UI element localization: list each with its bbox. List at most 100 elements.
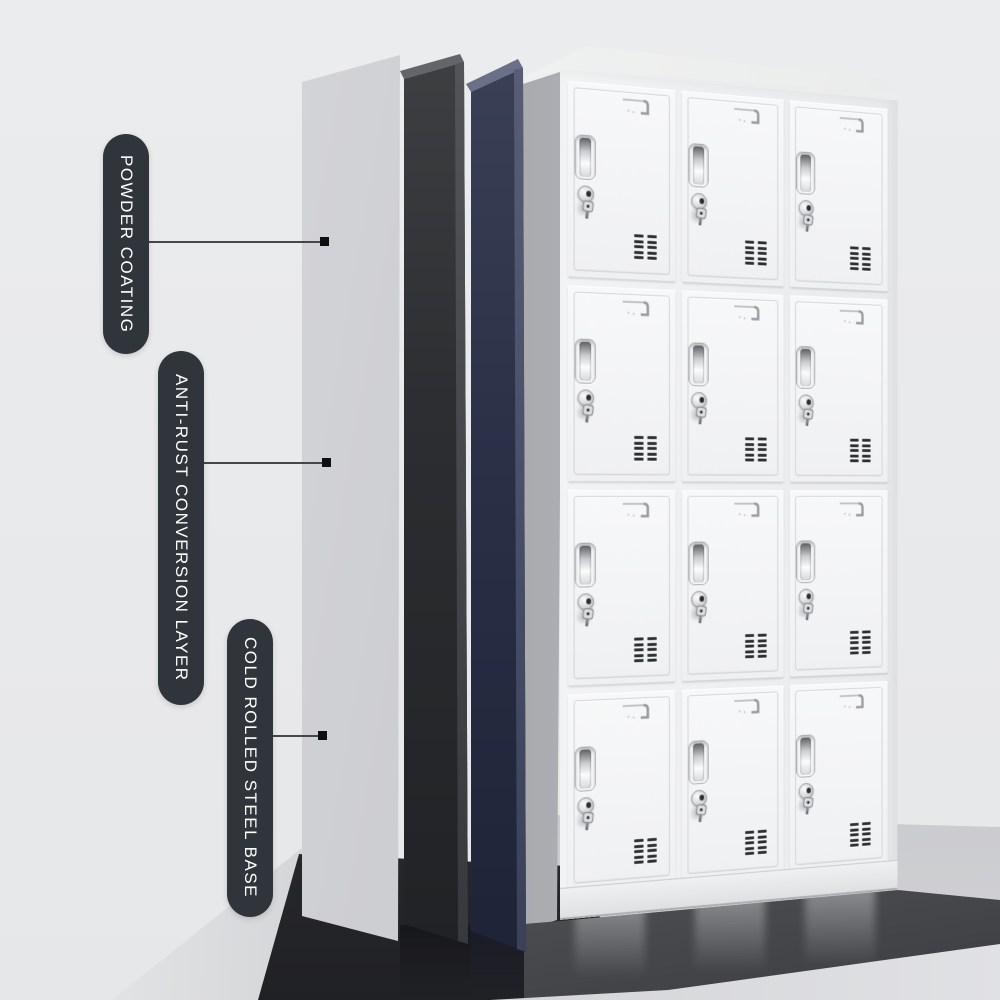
vent-slot <box>757 644 766 647</box>
door-handle-slot <box>801 737 812 775</box>
vent-slot <box>862 257 871 260</box>
vent-slot <box>647 246 656 249</box>
door-handle-slot <box>801 154 812 192</box>
key-shaft <box>805 807 808 815</box>
vent-slot <box>634 839 643 843</box>
locker-door <box>790 681 888 872</box>
locker-door <box>790 295 888 482</box>
vent-slot <box>647 843 656 847</box>
vent-slot <box>647 447 656 450</box>
vent-slot <box>634 234 643 237</box>
vent-slot <box>745 453 754 456</box>
vent-slot <box>757 252 766 255</box>
door-handle-slot <box>693 345 704 383</box>
vent-slot <box>647 235 656 238</box>
door-handle-icon <box>796 151 815 195</box>
door-handle-icon <box>688 143 708 188</box>
vent-grille-icon <box>634 234 657 260</box>
vent-slot <box>634 637 643 640</box>
vent-grille-icon <box>850 439 871 463</box>
vent-slot <box>634 245 643 248</box>
locker-front-face <box>560 70 898 920</box>
door-handle-icon <box>796 540 815 583</box>
key-icon <box>581 200 593 219</box>
vent-slot <box>745 655 754 658</box>
vent-grille-icon <box>634 637 657 662</box>
vent-slot <box>850 262 859 265</box>
vent-slot <box>862 827 871 830</box>
vent-slot <box>862 252 871 255</box>
vent-grille-icon <box>634 838 657 864</box>
door-handle-slot <box>801 349 812 386</box>
vent-slot <box>850 641 859 644</box>
vent-slot <box>745 639 754 642</box>
vent-slot <box>850 246 859 249</box>
vent-slot <box>850 459 859 462</box>
vent-slot <box>745 256 754 259</box>
key-shaft <box>698 814 702 822</box>
vent-slot <box>745 246 754 249</box>
vent-slot <box>647 653 656 656</box>
door-handle-slot <box>579 749 591 788</box>
vent-slot <box>757 845 766 849</box>
vent-slot <box>634 256 643 259</box>
annotation-pill-steel-base: COLD ROLLED STEEL BASE <box>227 619 273 917</box>
vent-slot <box>745 458 754 461</box>
vent-slot <box>647 257 656 260</box>
vent-slot <box>647 442 656 445</box>
door-handle-icon <box>688 541 708 585</box>
vent-slot <box>757 459 766 462</box>
vent-slot <box>745 448 754 451</box>
locker-door <box>682 290 784 481</box>
vent-slot <box>647 659 656 662</box>
callout-marker-steel-base <box>318 731 327 740</box>
door-handle-icon <box>575 746 596 792</box>
vent-slot <box>634 844 643 848</box>
card-holder-icon <box>839 307 867 329</box>
locker-door <box>568 285 675 481</box>
vent-slot <box>757 655 766 658</box>
key-shaft <box>698 217 702 225</box>
locker-door <box>790 100 888 291</box>
vent-slot <box>745 443 754 446</box>
vent-slot <box>862 630 871 633</box>
card-holder-icon <box>733 500 762 521</box>
vent-grille-icon <box>634 436 657 461</box>
door-handle-icon <box>796 734 815 778</box>
vent-slot <box>862 439 871 442</box>
locker-door <box>568 690 675 890</box>
key-shaft <box>585 618 589 626</box>
vent-grille-icon <box>745 240 767 265</box>
card-holder-icon <box>733 105 762 129</box>
key-shaft <box>585 822 589 830</box>
vent-slot <box>850 454 859 457</box>
vent-slot <box>634 458 643 461</box>
vent-slot <box>647 648 656 651</box>
vent-slot <box>647 452 656 455</box>
vent-slot <box>634 452 643 455</box>
vent-slot <box>634 250 643 253</box>
locker-cabinet <box>560 70 898 920</box>
key-shaft <box>805 224 808 232</box>
door-handle-icon <box>796 346 815 389</box>
locker-door <box>682 490 784 681</box>
vent-grille-icon <box>850 822 871 847</box>
vent-slot <box>862 636 871 639</box>
vent-slot <box>745 836 754 840</box>
vent-slot <box>862 449 871 452</box>
vent-slot <box>757 639 766 642</box>
locker-door <box>568 81 675 282</box>
key-shaft <box>805 612 808 620</box>
vent-slot <box>745 650 754 653</box>
vent-slot <box>862 262 871 265</box>
vent-slot <box>634 436 643 439</box>
vent-slot <box>850 651 859 654</box>
key-icon <box>695 804 706 822</box>
key-shaft <box>698 416 702 424</box>
vent-slot <box>862 444 871 447</box>
card-holder-icon <box>733 302 762 324</box>
vent-slot <box>745 251 754 254</box>
vent-grille-icon <box>745 437 767 461</box>
vent-slot <box>757 241 766 244</box>
vent-slot <box>634 643 643 646</box>
